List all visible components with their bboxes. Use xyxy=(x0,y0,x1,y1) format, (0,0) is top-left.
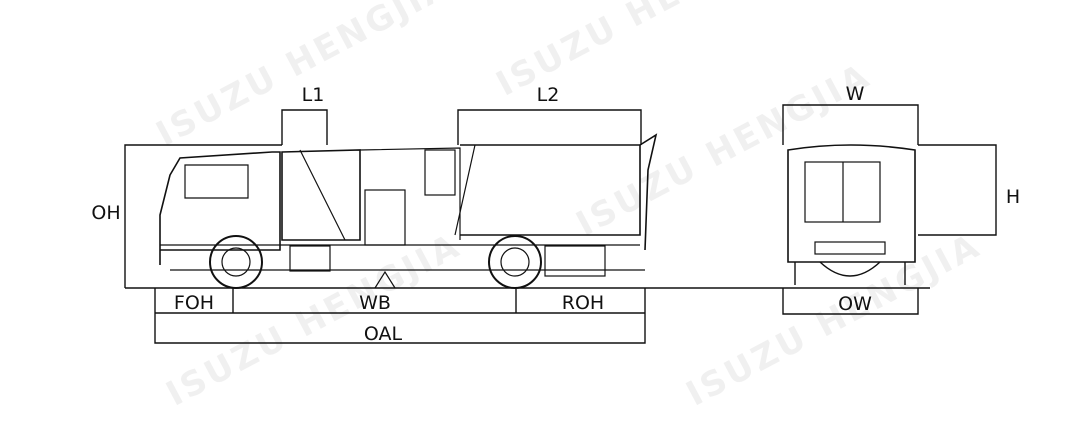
label-h: H xyxy=(1005,186,1021,208)
label-l1: L1 xyxy=(301,84,325,106)
label-w: W xyxy=(845,83,865,105)
label-foh: FOH xyxy=(173,292,215,314)
rear-view-truck xyxy=(787,144,916,285)
label-wb: WB xyxy=(359,292,391,314)
label-l2: L2 xyxy=(536,84,560,106)
label-oh: OH xyxy=(91,202,121,224)
label-ow: OW xyxy=(838,293,872,315)
side-dimension-lines xyxy=(124,109,930,344)
label-roh: ROH xyxy=(561,292,605,314)
label-oal: OAL xyxy=(363,323,403,345)
side-view-truck xyxy=(159,133,658,289)
rear-dimension-lines xyxy=(782,104,997,315)
